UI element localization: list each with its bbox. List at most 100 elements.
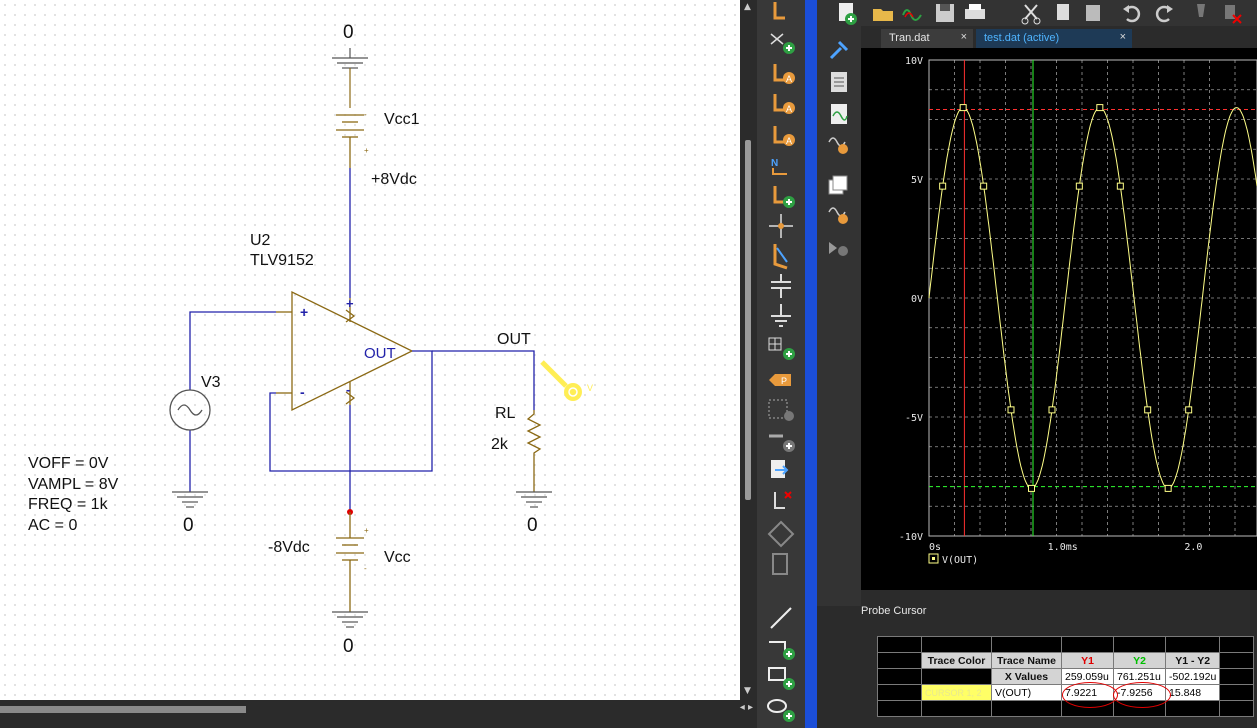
waveform-icon[interactable] — [901, 1, 925, 25]
vcc1-minus-mark: - — [364, 110, 367, 119]
y-tick-label: 0V — [911, 294, 923, 305]
windows-icon[interactable] — [827, 172, 851, 196]
probe-left-toolbar — [817, 26, 861, 606]
vcc-battery-symbol — [336, 512, 364, 612]
probe-v-label: V — [587, 383, 594, 393]
opamp-symbol[interactable] — [276, 290, 414, 412]
save-icon[interactable] — [933, 1, 957, 25]
source-param-ac: AC = 0 — [28, 516, 78, 534]
pin-icon[interactable] — [827, 38, 851, 62]
undo-icon[interactable] — [1121, 1, 1145, 25]
ground-symbol-icon[interactable] — [765, 302, 797, 330]
vcc1-plus-mark: + — [364, 146, 369, 155]
x-values-label: X Values — [991, 668, 1062, 685]
scissors-add-icon[interactable] — [765, 28, 797, 56]
source-param-vampl: VAMPL = 8V — [28, 475, 119, 493]
bus-entry-icon[interactable] — [765, 242, 797, 270]
probe-settings-icon[interactable] — [827, 70, 851, 94]
vcc-plus-mark: + — [364, 526, 369, 535]
trace-marker — [1007, 406, 1015, 414]
x-value-y2[interactable]: 761.251u — [1113, 668, 1166, 685]
copy-icon[interactable] — [1051, 1, 1075, 25]
close-icon[interactable]: × — [960, 31, 967, 43]
opamp-pin-minus: - — [300, 384, 305, 400]
junction-icon[interactable] — [765, 212, 797, 240]
diamond-icon[interactable] — [765, 520, 797, 548]
import-icon[interactable] — [765, 458, 797, 486]
vcc-value-label: -8Vdc — [268, 539, 310, 556]
x-tick-label: 2.0 — [1184, 542, 1202, 553]
header-y1-minus-y2: Y1 - Y2 — [1164, 652, 1221, 669]
schematic-vertical-scrollbar[interactable]: ▲ ▼ — [740, 0, 757, 700]
trace-marker — [1028, 484, 1035, 492]
scroll-up-arrow-icon[interactable]: ▲ — [744, 2, 751, 12]
scroll-down-arrow-icon[interactable]: ▼ — [744, 686, 751, 696]
place-wire-add-icon[interactable] — [765, 182, 797, 210]
tab-tran-dat[interactable]: Tran.dat× — [881, 29, 973, 48]
hscroll-arrows-icon[interactable]: ◂ ▸ — [739, 702, 753, 713]
open-folder-icon[interactable] — [871, 1, 895, 25]
port-icon[interactable]: P — [765, 366, 797, 394]
paste-icon[interactable] — [1081, 1, 1105, 25]
hscroll-thumb[interactable] — [0, 706, 246, 713]
rect-add-icon[interactable] — [765, 664, 797, 692]
trace-marker — [1096, 104, 1104, 112]
power-symbol-icon[interactable] — [765, 272, 797, 300]
net-alias-icon[interactable]: N — [765, 150, 797, 178]
resistor-rl-symbol[interactable] — [526, 410, 542, 492]
delete-marker-icon[interactable] — [1219, 1, 1243, 25]
trace-marker — [1164, 484, 1172, 492]
no-connect-icon[interactable] — [765, 488, 797, 516]
trace-name-cell[interactable]: V(OUT) — [991, 684, 1062, 701]
opamp-part-label: TLV9152 — [250, 252, 314, 269]
tab-test-dat-active[interactable]: test.dat (active)× — [976, 29, 1132, 48]
line-tool-icon[interactable] — [765, 604, 797, 632]
rl-value-label: 2k — [491, 436, 508, 453]
redo-icon[interactable] — [1151, 1, 1175, 25]
svg-text:A: A — [786, 136, 792, 146]
ground-bottom-label: 0 — [343, 636, 354, 657]
cursor-delete-icon[interactable] — [827, 234, 851, 258]
x-value-diff[interactable]: -502.192u — [1164, 668, 1221, 685]
grid-pins-icon[interactable] — [765, 396, 797, 424]
trace-marker — [1048, 406, 1056, 414]
offpage-add-icon[interactable] — [765, 334, 797, 362]
component-icon[interactable] — [765, 550, 797, 578]
source-params: VOFF = 0V VAMPL = 8V FREQ = 1k AC = 0 — [28, 454, 118, 536]
header-y1: Y1 — [1061, 652, 1114, 669]
trace-marker — [980, 182, 988, 190]
source-v3-symbol[interactable] — [169, 389, 211, 431]
add-trace-icon[interactable] — [827, 102, 851, 126]
ellipse-add-icon[interactable] — [765, 696, 797, 724]
pin-add-icon[interactable] — [765, 426, 797, 454]
svg-text:N: N — [771, 158, 778, 169]
print-icon[interactable] — [963, 1, 987, 25]
scroll-thumb[interactable] — [745, 140, 751, 500]
place-part-a-icon[interactable]: A — [765, 60, 797, 88]
cursor-edit-icon[interactable] — [827, 202, 851, 226]
fft-search-icon[interactable] — [827, 132, 851, 156]
x-value-y1[interactable]: 259.059u — [1061, 668, 1114, 685]
new-add-icon[interactable] — [835, 1, 859, 25]
place-part-a3-icon[interactable]: A — [765, 122, 797, 150]
close-icon[interactable]: × — [1119, 31, 1126, 43]
marker-icon[interactable] — [1189, 1, 1213, 25]
voltage-probe-marker[interactable] — [540, 360, 582, 401]
trace-marker — [1144, 406, 1152, 414]
header-y2: Y2 — [1113, 652, 1166, 669]
cursor-color-cell[interactable]: CURSOR 1, 2 — [921, 684, 992, 701]
polyline-add-icon[interactable] — [765, 634, 797, 662]
trace-marker — [959, 104, 967, 112]
schematic-horizontal-scrollbar[interactable]: ◂ ▸ — [0, 700, 757, 728]
cut-icon[interactable] — [1019, 1, 1043, 25]
schematic-canvas[interactable]: 0 - + Vcc1 +8Vdc U2 TLV9152 + - + - OUT … — [0, 0, 740, 700]
svg-text:A: A — [786, 74, 792, 84]
place-part-a2-icon[interactable]: A — [765, 90, 797, 118]
trace-marker — [1116, 182, 1124, 190]
diff-value-cell[interactable]: 15.848 — [1164, 684, 1221, 701]
probe-cursor-table: Trace Color Trace Name Y1 Y2 Y1 - Y2 X V… — [877, 636, 1255, 717]
select-tool-icon[interactable] — [765, 0, 797, 28]
wires — [189, 311, 535, 512]
